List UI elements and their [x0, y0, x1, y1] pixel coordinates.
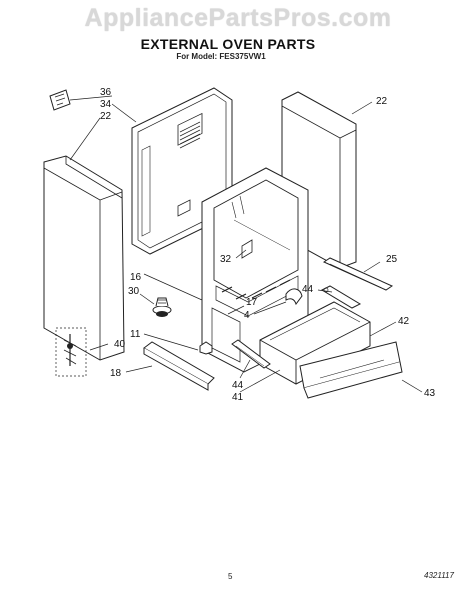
part-44-lower-slide — [231, 339, 271, 369]
callout-labels: 36 34 22 22 25 44 32 16 30 17 4 42 40 11… — [100, 87, 436, 403]
watermark-logo: AppliancePartsPros.com — [84, 4, 392, 32]
callout-41: 41 — [232, 392, 244, 403]
callout-44-upper: 44 — [302, 284, 314, 295]
callout-4: 4 — [244, 310, 250, 321]
callout-16: 16 — [130, 272, 142, 283]
callout-18: 18 — [110, 368, 122, 379]
callout-34: 34 — [100, 99, 112, 110]
callout-17: 17 — [246, 297, 258, 308]
part-40-hardware — [55, 327, 87, 377]
part-30-leveler — [152, 297, 172, 317]
page-number: 5 — [228, 572, 233, 581]
part-25-rail — [322, 257, 394, 291]
callout-25: 25 — [386, 254, 398, 265]
callout-42: 42 — [398, 316, 410, 327]
callout-22-right: 22 — [376, 96, 388, 107]
callout-43: 43 — [424, 388, 436, 399]
part-22-left-side-panel — [43, 155, 125, 361]
leader-lines — [69, 95, 423, 393]
part-36-label — [49, 89, 71, 111]
callout-30: 30 — [128, 286, 140, 297]
callout-44-lower: 44 — [232, 380, 244, 391]
model-subtitle: For Model: FES375VW1 — [176, 52, 266, 61]
part-17-vent — [285, 288, 303, 306]
callout-22-left: 22 — [100, 111, 112, 122]
callout-32: 32 — [220, 254, 232, 265]
part-42-drawer-front — [299, 341, 403, 399]
part-11-clip — [199, 341, 213, 355]
document-number: 4321117 — [424, 571, 454, 580]
callout-40: 40 — [114, 339, 126, 350]
front-frame — [201, 167, 309, 373]
part-18-kick-plate — [143, 341, 215, 391]
callout-11: 11 — [130, 329, 141, 340]
part-44-upper-bracket — [320, 285, 362, 309]
callout-36: 36 — [100, 87, 112, 98]
diagram-title: EXTERNAL OVEN PARTS — [140, 36, 316, 52]
